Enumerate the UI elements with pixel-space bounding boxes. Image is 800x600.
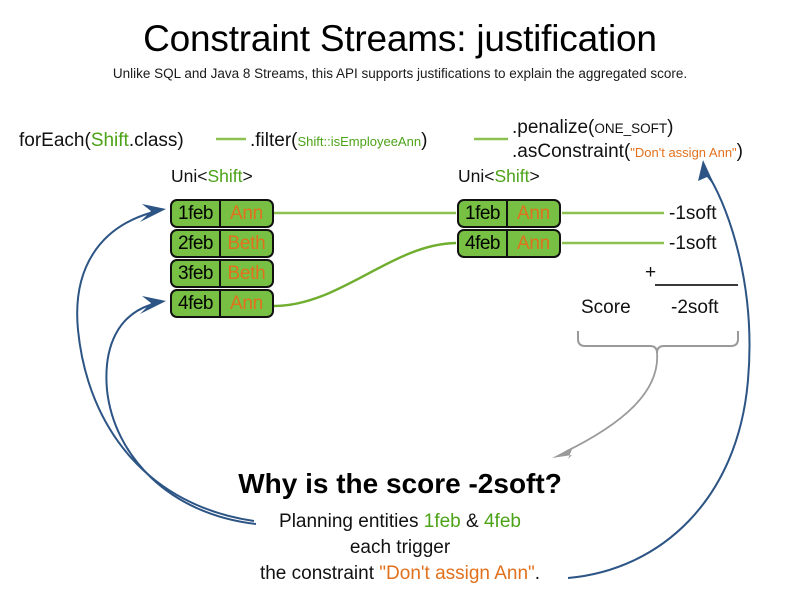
justification-arrowhead-1feb — [140, 204, 166, 222]
wire-4feb — [273, 241, 457, 308]
code-asconstraint-tail: ) — [736, 141, 743, 162]
code-foreach-call: forEach( — [19, 130, 91, 151]
brace-to-heading-arrow — [564, 352, 658, 453]
code-filter-call: .filter( — [250, 130, 298, 151]
shift-card-employee: Beth — [227, 233, 266, 254]
shift-card[interactable]: 1feb Ann — [170, 199, 274, 228]
shift-card-employee: Ann — [230, 293, 263, 314]
penalty-value-4feb: -1soft — [669, 233, 717, 254]
shift-card[interactable]: 1feb Ann — [457, 199, 561, 228]
constraint-arrowhead — [698, 160, 716, 188]
penalty-value-1feb: -1soft — [669, 203, 717, 224]
uni-left-suffix: > — [242, 166, 253, 186]
explanation-line1-amp: & — [460, 511, 484, 532]
score-total: -2soft — [671, 297, 719, 318]
explanation-line1-prefix: Planning entities — [279, 511, 424, 532]
shift-card[interactable]: 2feb Beth — [170, 229, 274, 258]
uni-left-type: Shift — [207, 166, 243, 186]
code-filter: .filter(Shift::isEmployeeAnn) — [250, 131, 427, 150]
score-brace — [577, 331, 739, 354]
code-filter-methodref: Shift::isEmployeeAnn — [297, 134, 422, 149]
sum-operator: + — [645, 262, 657, 283]
shift-card-date: 2feb — [172, 231, 221, 256]
code-penalize-call: .penalize( — [512, 117, 595, 138]
shift-card[interactable]: 4feb Ann — [457, 229, 561, 258]
shift-card[interactable]: 4feb Ann — [170, 289, 274, 318]
shift-card[interactable]: 3feb Beth — [170, 259, 274, 288]
code-foreach-tail: .class) — [128, 130, 184, 151]
explanation-entity-4feb: 4feb — [483, 511, 521, 532]
shift-card-employee: Beth — [227, 263, 266, 284]
shift-card-employee: Ann — [517, 233, 550, 254]
code-asconstraint-call: .asConstraint( — [512, 141, 631, 162]
explanation-constraint-name: "Don't assign Ann" — [379, 563, 535, 584]
uni-right-suffix: > — [529, 166, 540, 186]
stream-label-right: Uni<Shift> — [458, 166, 540, 187]
explanation-line3-prefix: the constraint — [259, 563, 380, 584]
code-penalize-tail: ) — [667, 117, 674, 138]
explanation-line3-suffix: . — [534, 563, 541, 584]
justification-arrowhead-4feb — [140, 296, 166, 314]
shift-card-date: 1feb — [172, 201, 221, 226]
explanation-line-3: the constraint "Don't assign Ann". — [0, 563, 800, 585]
code-asconstraint-arg: "Don't assign Ann" — [630, 145, 737, 160]
uni-left-prefix: Uni< — [171, 166, 208, 186]
shift-card-stack-right: 1feb Ann 4feb Ann — [457, 199, 561, 259]
page-title: Constraint Streams: justification — [143, 18, 657, 59]
page-subtitle: Unlike SQL and Java 8 Streams, this API … — [112, 66, 688, 81]
uni-right-type: Shift — [494, 166, 530, 186]
shift-card-employee: Ann — [517, 203, 550, 224]
score-label: Score — [581, 297, 631, 318]
code-penalize-arg: ONE_SOFT — [594, 121, 668, 136]
code-asconstraint: .asConstraint("Don't assign Ann") — [512, 142, 743, 161]
explanation-line-1: Planning entities 1feb & 4feb — [0, 511, 800, 533]
shift-card-stack-left: 1feb Ann 2feb Beth 3feb Beth 4feb Ann — [170, 199, 274, 319]
shift-card-date: 3feb — [172, 261, 221, 286]
code-filter-tail: ) — [421, 130, 428, 151]
explanation-heading: Why is the score -2soft? — [238, 468, 562, 499]
code-penalize: .penalize(ONE_SOFT) — [512, 118, 673, 137]
code-foreach: forEach(Shift.class) — [19, 131, 184, 150]
shift-card-employee: Ann — [230, 203, 263, 224]
stream-label-left: Uni<Shift> — [171, 166, 253, 187]
brace-arrowhead — [552, 447, 573, 459]
uni-right-prefix: Uni< — [458, 166, 495, 186]
explanation-line-2: each trigger — [349, 537, 451, 558]
shift-card-date: 4feb — [459, 231, 508, 256]
explanation-entity-1feb: 1feb — [423, 511, 461, 532]
code-foreach-type: Shift — [90, 130, 129, 151]
shift-card-date: 4feb — [172, 291, 221, 316]
sum-rule — [655, 284, 738, 286]
shift-card-date: 1feb — [459, 201, 508, 226]
